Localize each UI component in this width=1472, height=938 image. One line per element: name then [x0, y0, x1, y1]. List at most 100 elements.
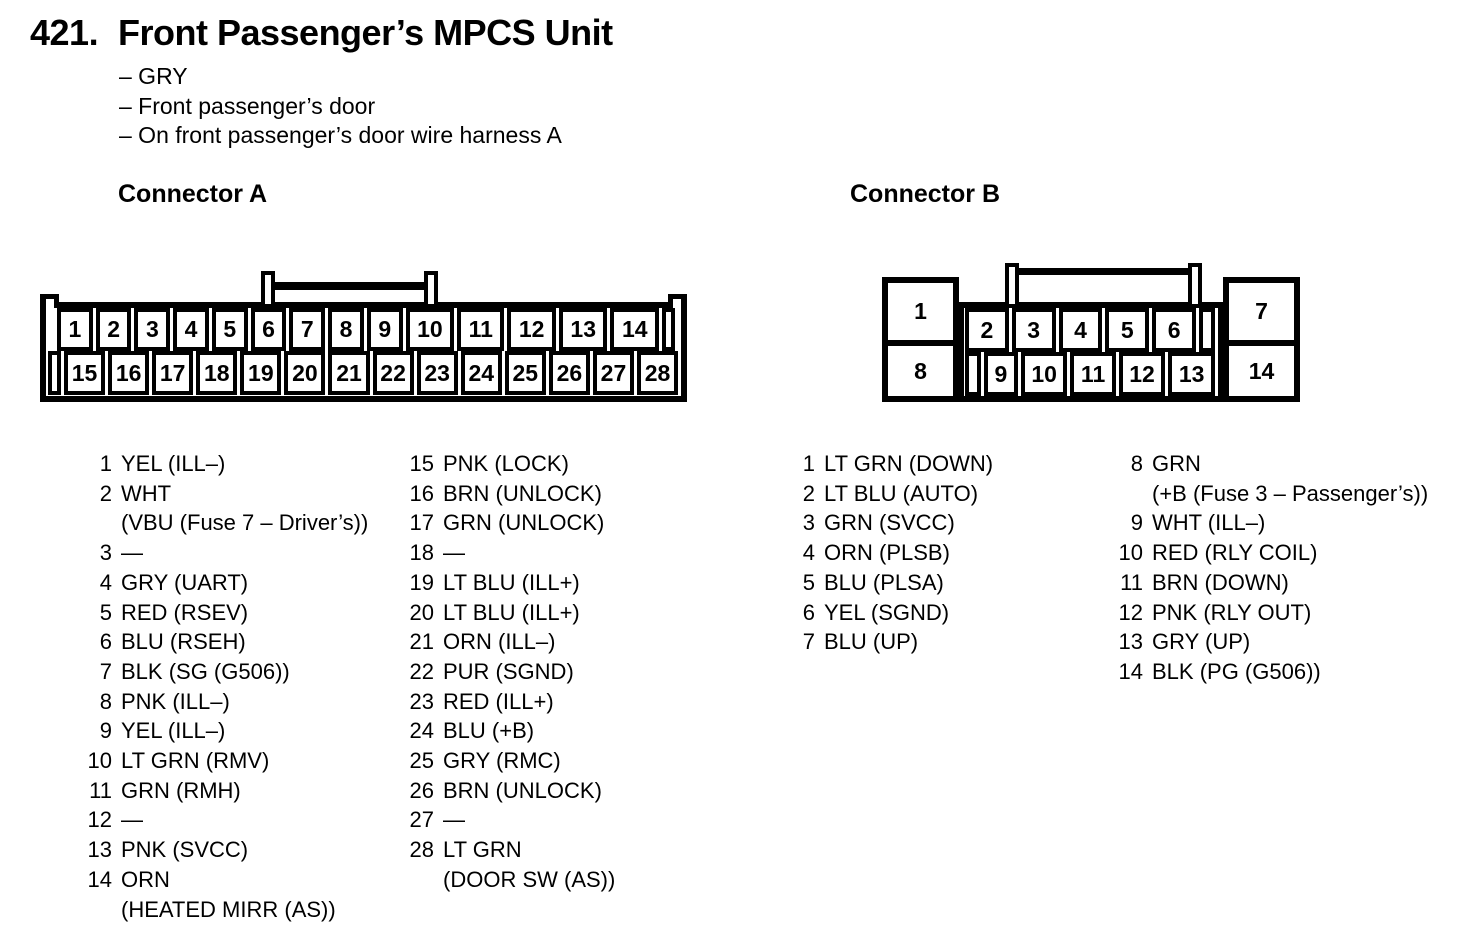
pin-cell: 26 — [548, 351, 590, 395]
pin-cell: 9 — [366, 308, 403, 351]
latch-bar — [1013, 268, 1195, 275]
pin-cell: 4 — [173, 308, 209, 351]
pin-cell: 20 — [284, 351, 326, 395]
pin-label: — — [443, 807, 465, 833]
latch-post — [261, 271, 275, 308]
pin-number: 8 — [1130, 451, 1143, 476]
pin-row: 23 RED (ILL+) — [407, 687, 615, 717]
pin-cell: 16 — [108, 351, 150, 395]
pin-number: 3 — [99, 540, 112, 566]
pin-label: GRY (UART) — [121, 569, 249, 595]
pin-number: 5 — [802, 569, 815, 595]
pin-cell: 1 — [882, 277, 959, 346]
pin-label: PNK (RLY OUT) — [1152, 599, 1312, 625]
pin-cell: 15 — [64, 351, 106, 395]
pin-cell: 12 — [1118, 352, 1166, 396]
pin-cell: 6 — [250, 308, 287, 351]
pin-label: BLU (PLSA) — [824, 569, 944, 595]
pin-label: GRN — [1152, 451, 1201, 476]
pin-label: LT BLU (AUTO) — [824, 480, 979, 506]
pin-label: BLK (SG (G506)) — [121, 658, 290, 684]
pin-row: 4 GRY (UART) — [85, 568, 368, 598]
pin-label: ORN (PLSB) — [824, 540, 950, 566]
pin-number: 8 — [99, 688, 112, 714]
pin-row: 18— — [407, 538, 615, 568]
pin-cell: 11 — [457, 308, 505, 351]
pin-cell: 24 — [460, 351, 502, 395]
pin-label: PUR (SGND) — [443, 658, 574, 684]
pin-number: 25 — [409, 748, 434, 774]
pin-cell: 3 — [1011, 308, 1056, 352]
pin-number: 6 — [802, 599, 815, 625]
pin-cell: 11 — [1070, 352, 1116, 396]
pin-number: 4 — [99, 569, 112, 595]
pin-label: BRN (UNLOCK) — [443, 480, 602, 506]
pin-cell: 3 — [134, 308, 171, 351]
pin-number: 3 — [802, 510, 815, 536]
pin-label: LT BLU (ILL+) — [443, 599, 580, 625]
pin-label: ORN — [121, 866, 170, 892]
pin-label: BLU (RSEH) — [121, 629, 246, 655]
pin-cell: 2 — [965, 308, 1009, 352]
pin-number: 21 — [409, 629, 434, 655]
pin-label: GRY (UP) — [1152, 629, 1251, 655]
latch-post — [424, 271, 438, 308]
pin-cell: 10 — [405, 308, 455, 351]
pin-cell: 17 — [152, 351, 194, 395]
pin-cell: 12 — [507, 308, 556, 351]
pin-number: 20 — [409, 599, 434, 625]
pin-label: BLU (+B) — [443, 718, 535, 744]
pin-label: GRY (RMC) — [443, 748, 561, 774]
corner-tab — [668, 294, 687, 308]
pin-cell: 1 — [57, 308, 93, 351]
pin-label: RED (ILL+) — [443, 688, 554, 714]
pin-number: 7 — [802, 629, 815, 655]
pin-cell: 13 — [1168, 352, 1215, 396]
pin-number: 7 — [99, 658, 112, 684]
pin-label: LT GRN (RMV) — [121, 748, 270, 774]
pin-number: 13 — [1118, 629, 1143, 655]
pin-number: 2 — [802, 480, 815, 506]
pin-row: 25 GRY (RMC) — [407, 746, 615, 776]
pin-cell — [662, 308, 675, 351]
pin-label: BRN (DOWN) — [1152, 569, 1289, 595]
pin-number: 16 — [409, 480, 434, 506]
corner-tab — [40, 294, 59, 308]
pin-label-wrap: (DOOR SW (AS)) — [443, 866, 616, 892]
pin-number: 11 — [89, 777, 112, 803]
pin-number: 27 — [409, 807, 434, 833]
pin-number: 6 — [99, 629, 112, 655]
pin-cell: 14 — [610, 308, 659, 351]
pin-label: PNK (LOCK) — [443, 451, 569, 476]
pin-label: YEL (ILL–) — [121, 451, 226, 476]
pin-number: 4 — [802, 540, 815, 566]
pin-number: 23 — [409, 688, 434, 714]
pin-number: 26 — [409, 777, 434, 803]
pin-row: 2 LT BLU (AUTO) — [788, 479, 993, 509]
connector-notes: – GRY – Front passenger’s door – On fron… — [119, 62, 562, 151]
pin-number: 10 — [87, 748, 112, 774]
pin-label-wrap: (HEATED MIRR (AS)) — [121, 896, 336, 922]
pin-cell — [965, 352, 981, 396]
pin-row: 13 GRY (UP) — [1116, 627, 1428, 657]
pin-label: WHT (ILL–) — [1152, 510, 1266, 536]
latch-bar — [269, 282, 429, 290]
pin-cell: 25 — [504, 351, 546, 395]
